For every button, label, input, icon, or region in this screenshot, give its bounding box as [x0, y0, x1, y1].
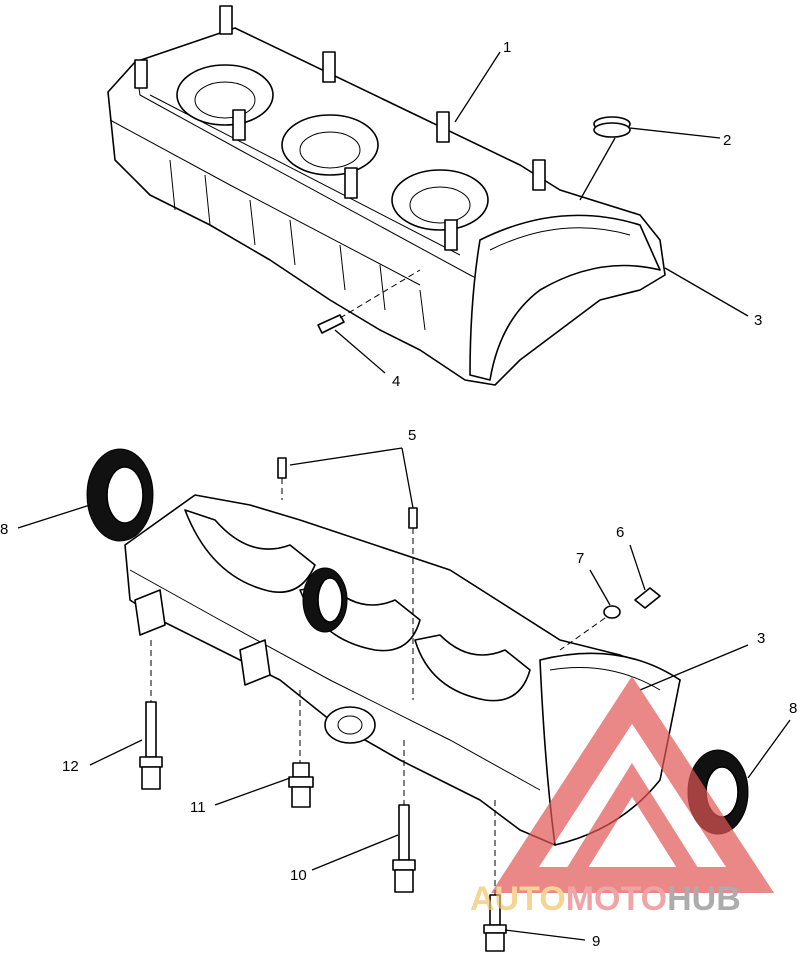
callout-9: 9 [592, 933, 600, 950]
bolt-12 [139, 640, 163, 790]
washer [603, 605, 621, 619]
callout-7: 7 [576, 550, 584, 567]
callout-labels: 1 2 3 4 5 6 7 3 8 8 9 10 11 12 [0, 39, 797, 950]
bolt-11 [288, 690, 314, 808]
watermark-text: AUTOMOTOHUB [470, 880, 741, 918]
callout-5: 5 [408, 427, 416, 444]
left-seal [86, 448, 154, 542]
dowel-pin [277, 457, 287, 479]
upper-crankcase [107, 5, 666, 386]
callout-10: 10 [290, 867, 307, 884]
callout-3-upper: 3 [754, 312, 762, 329]
callout-6: 6 [616, 524, 624, 541]
lower-crankcase [124, 494, 681, 846]
callout-3-lower: 3 [757, 630, 765, 647]
leader-lines [17, 51, 791, 941]
watermark-logo: AUTOMOTOHUB [470, 676, 775, 918]
callout-12: 12 [62, 758, 79, 775]
callout-1: 1 [503, 39, 511, 56]
callout-11: 11 [190, 799, 206, 816]
dowel-pin [408, 507, 418, 529]
callout-8-right: 8 [789, 700, 797, 717]
callout-8-left: 8 [0, 521, 8, 538]
bolt-9 [483, 800, 507, 952]
bolt-10 [392, 740, 416, 893]
screw [634, 587, 661, 609]
callout-2: 2 [723, 132, 731, 149]
callout-4: 4 [392, 373, 400, 390]
